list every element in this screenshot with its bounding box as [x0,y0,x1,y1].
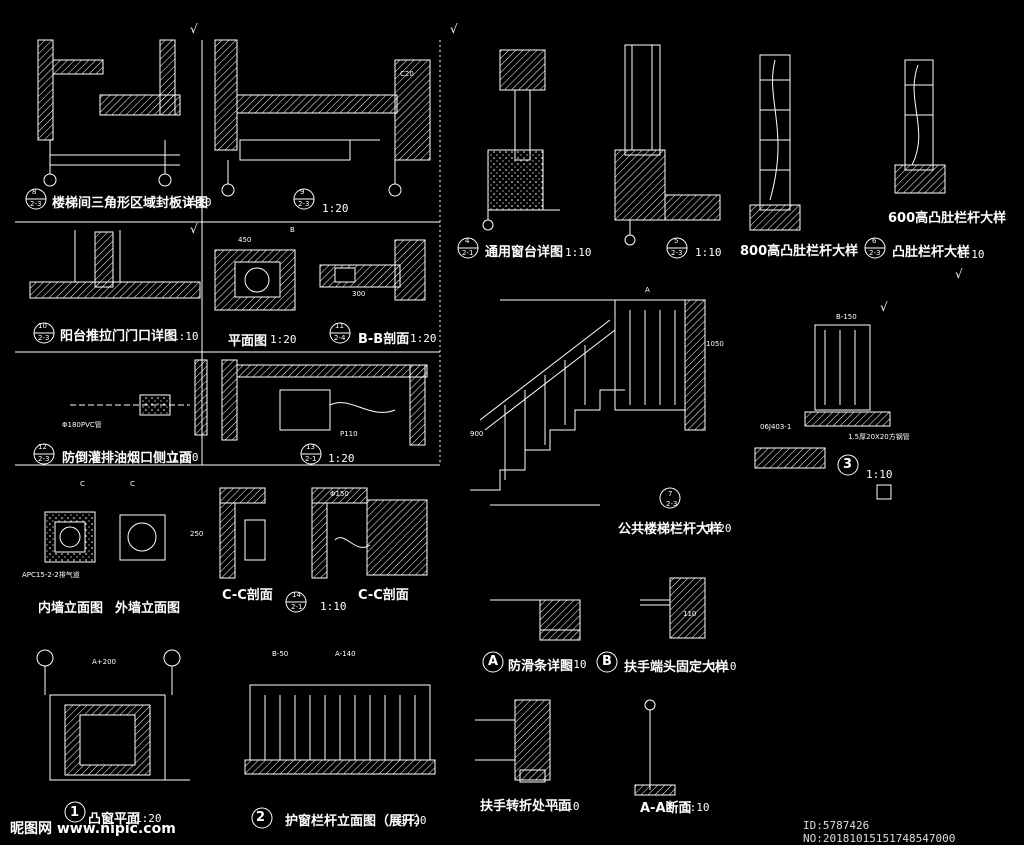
dimension: 110 [683,610,697,618]
detail-scale: 1:10 [683,801,710,814]
detail-number: 11 [335,322,344,330]
annotation: Φ180PVC管 [62,421,102,429]
dimension: A+200 [92,658,117,666]
detail-scale: 1:20 [270,333,297,346]
detail-number: 5 [674,237,679,245]
detail-scale: 1:20 [172,451,199,464]
detail-ref: 2-3 [298,200,310,208]
detail-scale: 1:20 [322,202,349,215]
detail-title: 护窗栏杆立面图（展开） [285,814,429,829]
detail-ref: 2-1 [462,249,474,257]
detail-scale: 1:20 [400,814,427,827]
dimension: 300 [352,290,366,298]
annotation: APC15-2-2排气道 [22,571,80,579]
detail-scale: 1:20 [705,522,732,535]
detail-scale: 1:10 [695,246,722,259]
check-mark: √ [955,267,963,281]
detail-scale: 1:20 [135,812,162,825]
check-mark: √ [190,222,198,236]
watermark-site: 昵图网 www.nipic.com [10,821,176,837]
detail-number: 6 [872,237,877,245]
detail-scale: 1:20 [410,332,437,345]
dimension: B-150 [836,313,857,321]
detail-title: 公共楼梯栏杆大样 [618,522,723,537]
detail-title: 楼梯间三角形区域封板详图 [52,196,209,211]
annotation: C20 [400,70,414,78]
detail-ref: 2-3 [38,455,50,463]
detail-number: 8 [32,188,37,196]
annotation: Φ150 [330,490,349,498]
detail-title: 800高凸肚栏杆大样 [740,244,859,259]
watermark-id: ID:5787426 NO:20181015151748547000 [803,819,956,845]
detail-title: C-C剖面 [358,588,409,603]
detail-scale: 1:10 [866,468,893,481]
dimension: A-140 [335,650,356,658]
detail-ref: 2-4 [334,334,346,342]
detail-title: 平面图 [228,334,268,349]
check-mark: √ [190,22,198,36]
detail-scale: 1:10 [710,660,737,673]
detail-title: 凸肚栏杆大样 [892,245,971,260]
detail-number: 12 [38,443,47,451]
detail-number: 3 [843,457,853,472]
detail-ref: 2-3 [869,249,881,257]
detail-number: 14 [292,591,301,599]
detail-number: 1 [70,805,80,820]
detail-title: 防倒灌排油烟口侧立面 [62,451,193,466]
check-mark: √ [880,300,888,314]
detail-title: 外墙立面图 [115,601,181,616]
annotation: B [290,226,295,234]
annotation: 1.5厚20X20方钢管 [848,433,910,441]
detail-ref: 2-1 [291,603,303,611]
detail-ref: 2-1 [305,455,317,463]
dimension: 450 [238,236,252,244]
detail-number: 2 [256,810,266,825]
detail-number: 4 [465,237,470,245]
dimension: 1050 [706,340,724,348]
annotation: C [80,480,85,488]
annotation: P110 [340,430,358,438]
detail-title: 扶手端头固定大样 [624,660,729,675]
detail-scale: 1:20 [328,452,355,465]
detail-ref: 2-3 [38,334,50,342]
detail-title: 通用窗台详图 [485,245,564,260]
detail-number: 9 [300,188,305,196]
annotation: C [130,480,135,488]
detail-title: 内墙立面图 [38,601,104,616]
detail-title: A-A断面 [640,801,692,816]
detail-title: 凸窗平面 [88,812,141,827]
dimension: 250 [190,530,204,538]
check-mark: √ [450,22,458,36]
detail-ref: 2-3 [30,200,42,208]
dimension: B-50 [272,650,289,658]
detail-scale: 1:10 [560,658,587,671]
detail-number: B [602,654,612,669]
detail-scale: 1:20 [185,196,212,209]
detail-title: 扶手转折处平面 [480,799,572,814]
dimension: 900 [470,430,484,438]
annotation: A [645,286,650,294]
detail-scale: 1:10 [172,330,199,343]
detail-number: 13 [306,443,315,451]
detail-scale: 1:10 [320,600,347,613]
detail-scale: 1:10 [958,248,985,261]
detail-number: A [488,654,499,669]
detail-number: 7 [668,490,673,498]
detail-ref: 2-3 [671,249,683,257]
detail-scale: 1:10 [553,800,580,813]
detail-number: 10 [38,322,47,330]
detail-scale: 1:10 [565,246,592,259]
annotation: 06J403-1 [760,423,792,431]
detail-title: 阳台推拉门门口详图 [60,329,178,344]
detail-title: B-B剖面 [358,332,410,347]
detail-title: C-C剖面 [222,588,273,603]
detail-title: 600高凸肚栏杆大样 [888,211,1007,226]
detail-title: 防滑条详图 [508,659,574,674]
detail-ref: 2-3 [666,500,678,508]
